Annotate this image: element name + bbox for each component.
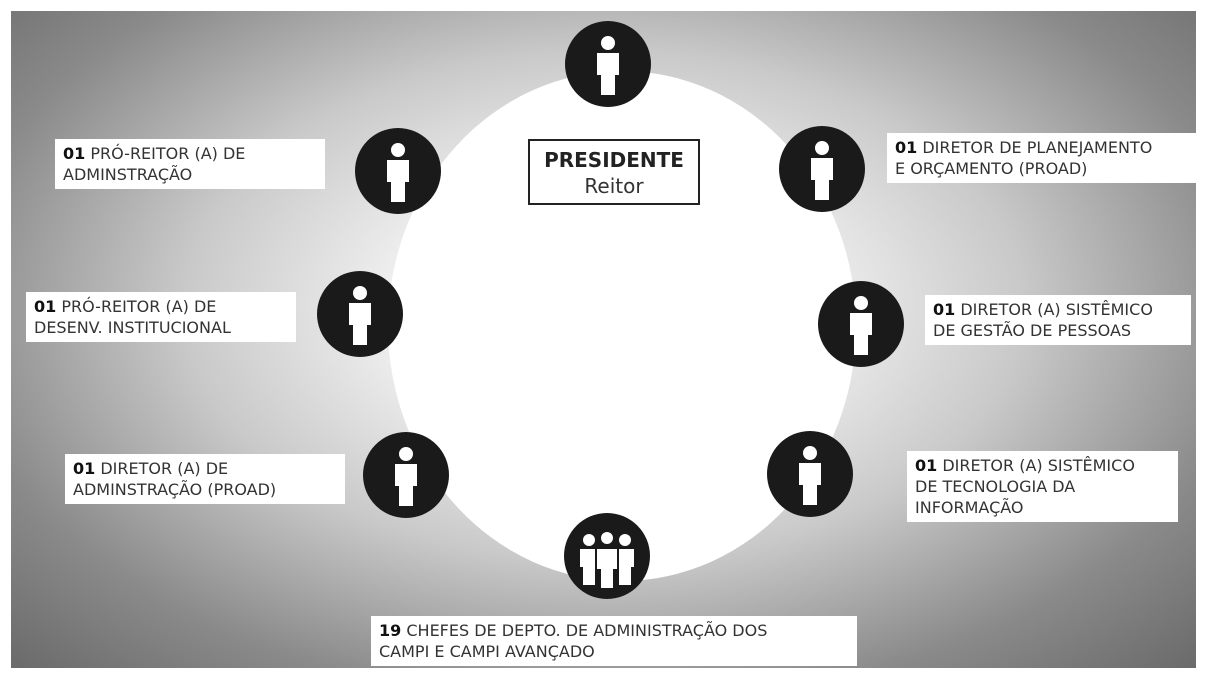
role-text: DIRETOR (A) SISTÊMICO xyxy=(960,300,1153,319)
role-text: PRÓ-REITOR (A) DE xyxy=(90,144,246,163)
node-lower-left xyxy=(363,432,449,518)
president-box: PRESIDENTE Reitor xyxy=(528,139,700,205)
president-title: PRESIDENTE xyxy=(544,148,684,172)
role-text: ADMINSTRAÇÃO (PROAD) xyxy=(73,480,277,499)
diagram-canvas: PRESIDENTE Reitor 01 PRÓ-REITOR (A) DE A… xyxy=(11,11,1196,668)
role-text: DIRETOR (A) DE xyxy=(100,459,229,478)
role-count: 01 xyxy=(895,138,918,157)
node-top xyxy=(565,21,651,107)
role-text: CAMPI E CAMPI AVANÇADO xyxy=(379,642,595,661)
role-text: DIRETOR (A) SISTÊMICO xyxy=(942,456,1135,475)
role-text: INFORMAÇÃO xyxy=(915,498,1024,517)
role-count: 01 xyxy=(933,300,956,319)
node-lower-right xyxy=(767,431,853,517)
label-diretor-gestao-pessoas: 01 DIRETOR (A) SISTÊMICO DE GESTÃO DE PE… xyxy=(925,295,1191,345)
role-text: DE GESTÃO DE PESSOAS xyxy=(933,321,1132,340)
label-chefes-depto: 19 CHEFES DE DEPTO. DE ADMINISTRAÇÃO DOS… xyxy=(371,616,857,666)
person-icon xyxy=(317,271,403,357)
label-diretor-administracao: 01 DIRETOR (A) DE ADMINSTRAÇÃO (PROAD) xyxy=(65,454,345,504)
node-upper-left xyxy=(355,128,441,214)
role-count: 01 xyxy=(915,456,938,475)
role-text: E ORÇAMENTO (PROAD) xyxy=(895,159,1088,178)
role-text: CHEFES DE DEPTO. DE ADMINISTRAÇÃO DOS xyxy=(406,621,768,640)
role-count: 01 xyxy=(73,459,96,478)
role-text: ADMINSTRAÇÃO xyxy=(63,165,193,184)
person-icon xyxy=(767,431,853,517)
role-count: 01 xyxy=(34,297,57,316)
role-text: DESENV. INSTITUCIONAL xyxy=(34,318,231,337)
group-icon xyxy=(564,513,650,599)
node-middle-left xyxy=(317,271,403,357)
label-diretor-tecnologia: 01 DIRETOR (A) SISTÊMICO DE TECNOLOGIA D… xyxy=(907,451,1178,522)
label-diretor-planejamento: 01 DIRETOR DE PLANEJAMENTO E ORÇAMENTO (… xyxy=(887,133,1196,183)
role-text: PRÓ-REITOR (A) DE xyxy=(61,297,217,316)
role-count: 19 xyxy=(379,621,402,640)
person-icon xyxy=(565,21,651,107)
president-subtitle: Reitor xyxy=(584,174,644,198)
role-text: DE TECNOLOGIA DA xyxy=(915,477,1076,496)
node-bottom-group xyxy=(564,513,650,599)
role-count: 01 xyxy=(63,144,86,163)
node-middle-right xyxy=(818,281,904,367)
person-icon xyxy=(818,281,904,367)
person-icon xyxy=(355,128,441,214)
person-icon xyxy=(779,126,865,212)
role-text: DIRETOR DE PLANEJAMENTO xyxy=(922,138,1153,157)
node-upper-right xyxy=(779,126,865,212)
person-icon xyxy=(363,432,449,518)
label-pro-reitor-administracao: 01 PRÓ-REITOR (A) DE ADMINSTRAÇÃO xyxy=(55,139,325,189)
label-pro-reitor-desenvolvimento: 01 PRÓ-REITOR (A) DE DESENV. INSTITUCION… xyxy=(26,292,296,342)
